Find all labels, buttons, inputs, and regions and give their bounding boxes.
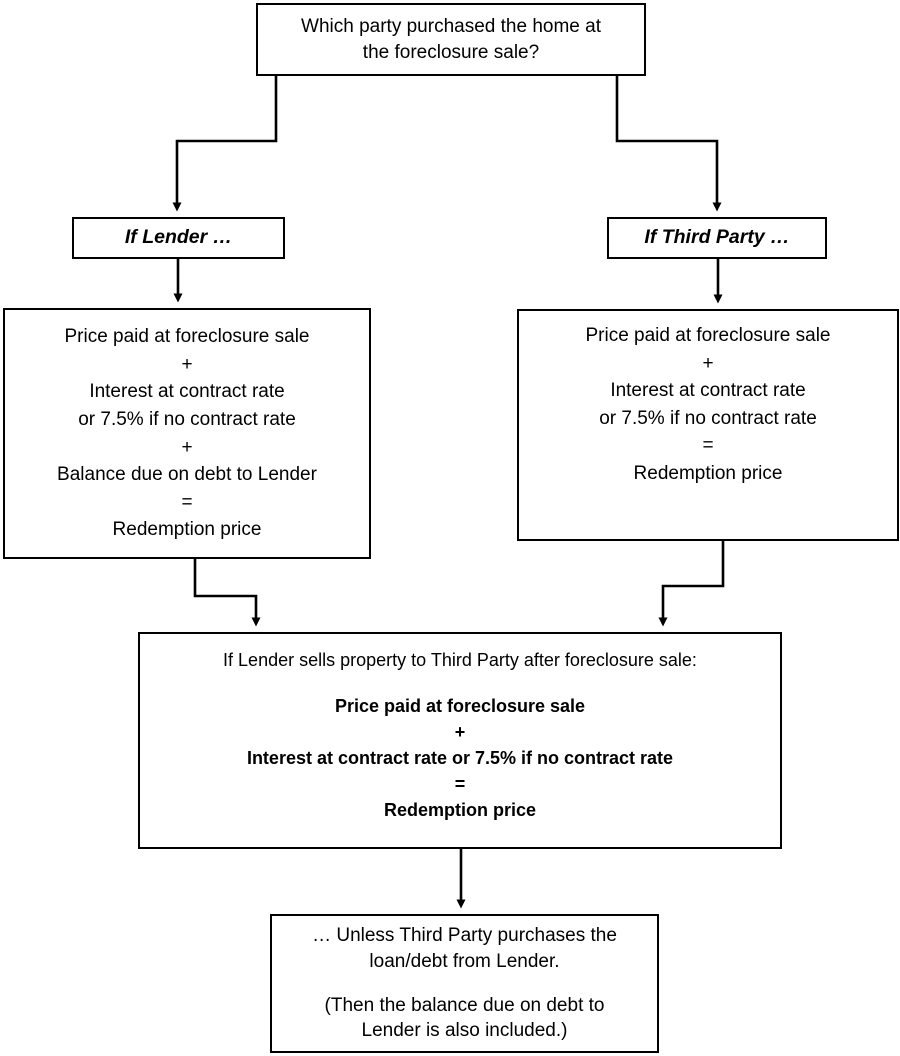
- node-third-party-calculation: Price paid at foreclosure sale + Interes…: [517, 309, 899, 541]
- third-party-calc-line-3: Interest at contract rate: [610, 380, 806, 402]
- third-party-calc-line-2: +: [702, 352, 714, 374]
- third-party-calc-line-6: Redemption price: [633, 462, 783, 484]
- merged-formula-line-3: Interest at contract rate or 7.5% if no …: [246, 748, 674, 769]
- node-final-exception: … Unless Third Party purchases the loan/…: [270, 914, 659, 1053]
- lender-calc-line-4: or 7.5% if no contract rate: [78, 408, 296, 430]
- lender-calc-line-7: =: [181, 491, 193, 513]
- final-paragraph2-line-1: (Then the balance due on debt to: [324, 994, 605, 1016]
- node-branch-lender-label: If Lender …: [124, 226, 233, 249]
- final-paragraph1-line-1: … Unless Third Party purchases the: [312, 925, 617, 947]
- third-party-calc-line-1: Price paid at foreclosure sale: [585, 325, 831, 346]
- lender-calc-line-8: Redemption price: [112, 519, 262, 541]
- merged-intro-line: If Lender sells property to Third Party …: [223, 650, 697, 670]
- third-party-calc-line-5: =: [702, 435, 714, 457]
- lender-calc-line-2: +: [181, 353, 193, 375]
- node-lender-calculation: Price paid at foreclosure sale + Interes…: [3, 308, 371, 559]
- merged-formula-line-1: Price paid at foreclosure sale: [334, 696, 586, 717]
- node-branch-third-party: If Third Party …: [607, 217, 827, 259]
- node-branch-third-party-label: If Third Party …: [644, 226, 790, 249]
- connector-question-to-lender-branch: [172, 76, 278, 212]
- node-question-line-1: Which party purchased the home at: [301, 16, 601, 38]
- connector-lender-calc-to-merged: [193, 559, 261, 627]
- lender-calc-line-5: +: [181, 436, 193, 458]
- connector-third-party-calc-to-merged: [658, 541, 725, 627]
- lender-calc-line-6: Balance due on debt to Lender: [57, 464, 317, 486]
- final-paragraph1-line-2: loan/debt from Lender.: [369, 950, 560, 972]
- node-question-line-2: the foreclosure sale?: [362, 41, 540, 63]
- connector-question-to-third-party-branch: [615, 76, 722, 212]
- merged-formula-line-5: Redemption price: [383, 800, 537, 821]
- lender-calc-line-1: Price paid at foreclosure sale: [64, 326, 310, 348]
- lender-calc-line-3: Interest at contract rate: [89, 381, 285, 403]
- node-question: Which party purchased the home at the fo…: [256, 3, 646, 76]
- node-branch-lender: If Lender …: [72, 217, 285, 259]
- third-party-calc-line-4: or 7.5% if no contract rate: [599, 407, 817, 429]
- final-paragraph2-line-2: Lender is also included.): [361, 1020, 568, 1042]
- merged-formula-line-4: =: [454, 774, 466, 795]
- node-merged-lender-sells-to-third-party: If Lender sells property to Third Party …: [138, 632, 782, 849]
- merged-formula-line-2: +: [454, 722, 466, 743]
